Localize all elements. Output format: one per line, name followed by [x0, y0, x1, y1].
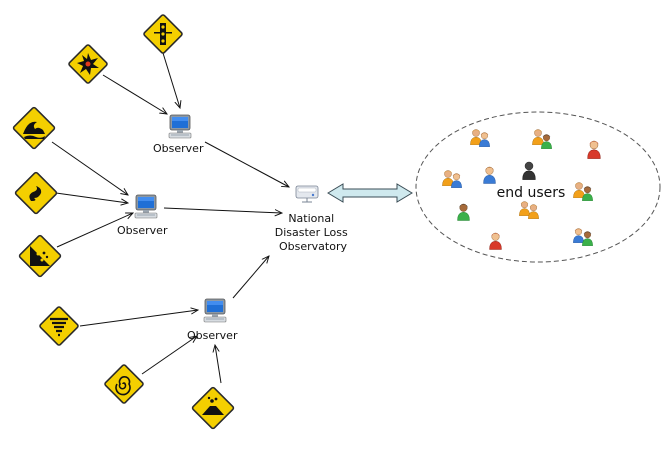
- end-users-cloud: end users: [415, 111, 661, 263]
- volcano-icon: [191, 386, 235, 430]
- computer-icon: [203, 298, 227, 323]
- hub-label-line-3: Observatory: [279, 240, 347, 253]
- cyclone-icon: [104, 364, 144, 404]
- edge-landslide-to-observer-2: [56, 213, 133, 248]
- edge-traffic-to-observer-1: [162, 52, 180, 108]
- computer-icon: [134, 194, 158, 219]
- landslide-icon: [18, 234, 62, 278]
- server-icon: [295, 185, 319, 203]
- observer-3: Observer: [187, 298, 238, 342]
- connections: [51, 52, 289, 384]
- explosion-icon: [68, 44, 108, 84]
- bidirectional-arrow: [327, 183, 413, 203]
- observer-3-label: Observer: [187, 329, 238, 342]
- edge-cyclone-to-observer-3: [141, 336, 197, 375]
- hub-label: National Disaster Loss Observatory: [275, 212, 351, 253]
- edge-flood-to-observer-2: [55, 192, 128, 203]
- edge-observer-1-to-hub: [204, 141, 289, 187]
- tsunami-icon: [12, 106, 56, 150]
- edge-observer-3-to-hub: [232, 256, 269, 299]
- flood-icon: [14, 171, 58, 215]
- edge-tsunami-to-observer-2: [51, 141, 128, 195]
- hazard-signs: [12, 14, 235, 430]
- edge-explosion-to-observer-1: [102, 74, 167, 114]
- edge-tornado-to-observer-3: [79, 310, 198, 327]
- edge-observer-2-to-hub: [163, 207, 282, 213]
- traffic-light-icon: [143, 14, 183, 54]
- observer-2-label: Observer: [117, 224, 168, 237]
- national-observatory-hub: National Disaster Loss Observatory: [275, 185, 351, 253]
- observer-1: Observer: [153, 114, 204, 155]
- tornado-icon: [39, 306, 79, 346]
- computer-icon: [168, 114, 192, 139]
- edge-volcano-to-observer-3: [215, 345, 222, 384]
- observer-1-label: Observer: [153, 142, 204, 155]
- end-users-label: end users: [497, 185, 566, 201]
- hub-label-line-2: Disaster Loss: [275, 226, 348, 239]
- hub-label-line-1: National: [288, 212, 334, 225]
- observer-2: Observer: [117, 194, 168, 237]
